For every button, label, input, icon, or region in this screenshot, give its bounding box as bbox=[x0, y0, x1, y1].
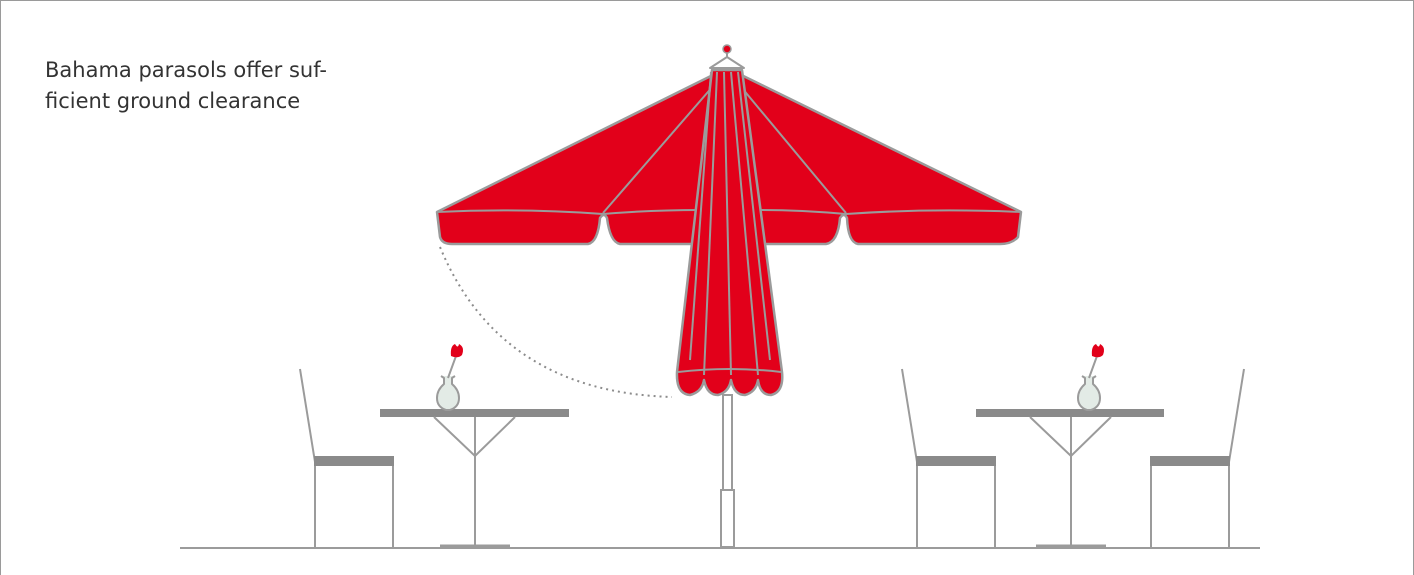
table-icon bbox=[380, 409, 569, 548]
caption-line-1: Bahama parasols offer suf- bbox=[45, 58, 328, 82]
caption-line-2: ficient ground clearance bbox=[45, 89, 301, 113]
chair-icon bbox=[299, 368, 394, 548]
tulip-icon bbox=[447, 344, 463, 379]
chair-icon bbox=[1150, 368, 1245, 548]
vase-icon bbox=[436, 375, 460, 411]
tulip-icon bbox=[1088, 344, 1104, 379]
caption: Bahama parasols offer suf- ficient groun… bbox=[45, 55, 385, 117]
vase-icon bbox=[1077, 375, 1101, 411]
parasol-icon bbox=[435, 44, 1023, 548]
clearance-arc bbox=[439, 246, 673, 398]
folded-canopy bbox=[675, 68, 784, 397]
table-icon bbox=[976, 409, 1164, 548]
chair-icon bbox=[901, 368, 996, 548]
